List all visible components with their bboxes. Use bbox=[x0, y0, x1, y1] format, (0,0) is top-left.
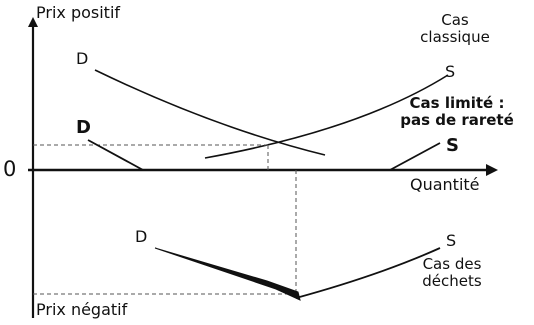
waste-demand-curve bbox=[154, 247, 301, 301]
y-axis-negative-label: Prix négatif bbox=[36, 300, 128, 319]
waste-demand-label: D bbox=[135, 227, 148, 246]
waste-case-title-line1: Cas des bbox=[422, 255, 482, 273]
limit-demand-label: D bbox=[76, 117, 91, 138]
classic-supply-label: S bbox=[445, 62, 456, 81]
limit-supply-label: S bbox=[446, 135, 459, 156]
classic-case-title-line1: Cas bbox=[441, 11, 469, 29]
classic-demand-label: D bbox=[76, 49, 89, 68]
classic-supply-curve bbox=[204, 74, 449, 159]
classic-case-title-line2: classique bbox=[420, 28, 490, 46]
waste-case-title-line2: déchets bbox=[422, 272, 482, 290]
limit-case-title: Cas limité : pas de rareté bbox=[394, 95, 520, 129]
limit-case-title-line1: Cas limité : bbox=[409, 94, 505, 112]
limit-case-title-line2: pas de rareté bbox=[400, 111, 514, 129]
origin-label: 0 bbox=[3, 157, 17, 181]
y-axis-positive-label: Prix positif bbox=[36, 3, 121, 22]
waste-supply-label: S bbox=[446, 231, 457, 250]
quantity-axis-arrowhead bbox=[486, 164, 498, 176]
limit-demand-line bbox=[87, 139, 144, 171]
classic-case-title: Cas classique bbox=[412, 12, 498, 46]
waste-case-title: Cas des déchets bbox=[412, 256, 492, 290]
waste-supply-curve bbox=[295, 247, 441, 299]
limit-supply-line bbox=[389, 142, 441, 171]
x-axis-label: Quantité bbox=[410, 175, 480, 194]
classic-demand-curve bbox=[94, 69, 326, 156]
